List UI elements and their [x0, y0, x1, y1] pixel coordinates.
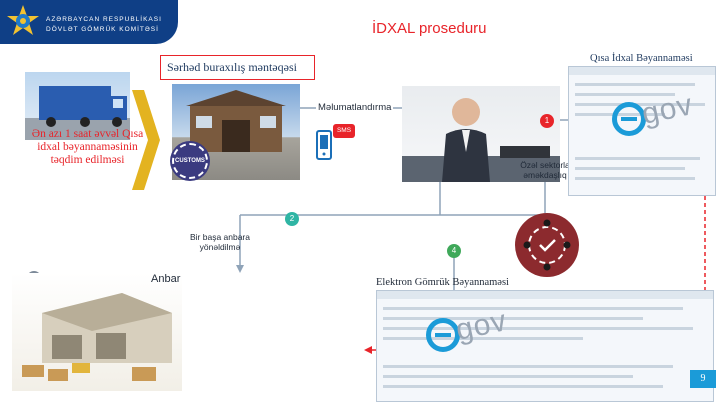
- step-4-badge: 4: [447, 244, 461, 258]
- page-title: İDXAL proseduru: [372, 20, 487, 37]
- screenshot-row: [383, 307, 683, 310]
- advance-notice-text: Ən azı 1 saat əvvəl Qısa idxal bəyannamə…: [31, 128, 144, 166]
- screenshot-row: [383, 365, 673, 368]
- step-2-badge: 2: [285, 212, 299, 226]
- org-name-line2: DÖVLƏT GÖMRÜK KOMİTƏSİ: [46, 26, 159, 33]
- screenshot-row: [383, 337, 583, 340]
- border-zone-label: Sərhəd buraxılış məntəqəsi: [160, 55, 315, 80]
- step-1-badge: 1: [540, 114, 554, 128]
- electronic-declaration-screenshot: [376, 290, 714, 402]
- private-sector-label: Özəl sektorla əməkdaşlıq: [520, 160, 570, 180]
- electronic-declaration-label: Elektron Gömrük Bəyannaməsi: [376, 277, 509, 288]
- screenshot-row: [383, 385, 663, 388]
- screenshot-row: [575, 167, 685, 170]
- egov-e-icon: [612, 102, 646, 136]
- to-warehouse-arrow: [236, 265, 244, 273]
- sms-bubble-icon: SMS: [333, 124, 355, 138]
- screenshot-row: [575, 93, 675, 96]
- mobile-phone-icon: [316, 130, 332, 160]
- direct-to-warehouse-label: Bir başa anbara yönəldilmə: [189, 232, 250, 252]
- notification-label: Məlumatlandırma: [316, 102, 394, 113]
- screenshot-row: [575, 177, 695, 180]
- short-declaration-screenshot: [568, 66, 716, 196]
- truck-photo: [25, 72, 130, 140]
- screenshot-header-bar: [377, 291, 713, 299]
- header-band: AZƏRBAYCAN RESPUBLİKASI DÖVLƏT GÖMRÜK KO…: [0, 0, 178, 44]
- screenshot-row: [383, 375, 633, 378]
- dashed-arrow: [364, 346, 372, 354]
- short-import-declaration-label: Qısa İdxal Bəyannaməsi: [590, 53, 693, 64]
- businessman-photo: [402, 86, 560, 182]
- egov-e-icon: [426, 318, 460, 352]
- warehouse-photo: [12, 273, 182, 391]
- org-name-line1: AZƏRBAYCAN RESPUBLİKASI: [46, 16, 162, 23]
- screenshot-row: [575, 103, 705, 106]
- screenshot-row: [575, 83, 695, 86]
- screenshot-row: [383, 317, 643, 320]
- customs-seal-text: CUSTOMS: [175, 158, 205, 164]
- warehouse-label: Anbar: [151, 273, 181, 285]
- private-sector-icon: [515, 213, 579, 277]
- border-checkpoint-photo: [172, 84, 300, 180]
- chevron-right-icon: [132, 90, 160, 190]
- screenshot-row: [383, 327, 693, 330]
- screenshot-header-bar: [569, 67, 715, 75]
- customs-seal-icon: CUSTOMS: [172, 143, 208, 179]
- customs-emblem-icon: [7, 5, 39, 35]
- screenshot-row: [575, 157, 700, 160]
- page-number: 9: [690, 370, 716, 388]
